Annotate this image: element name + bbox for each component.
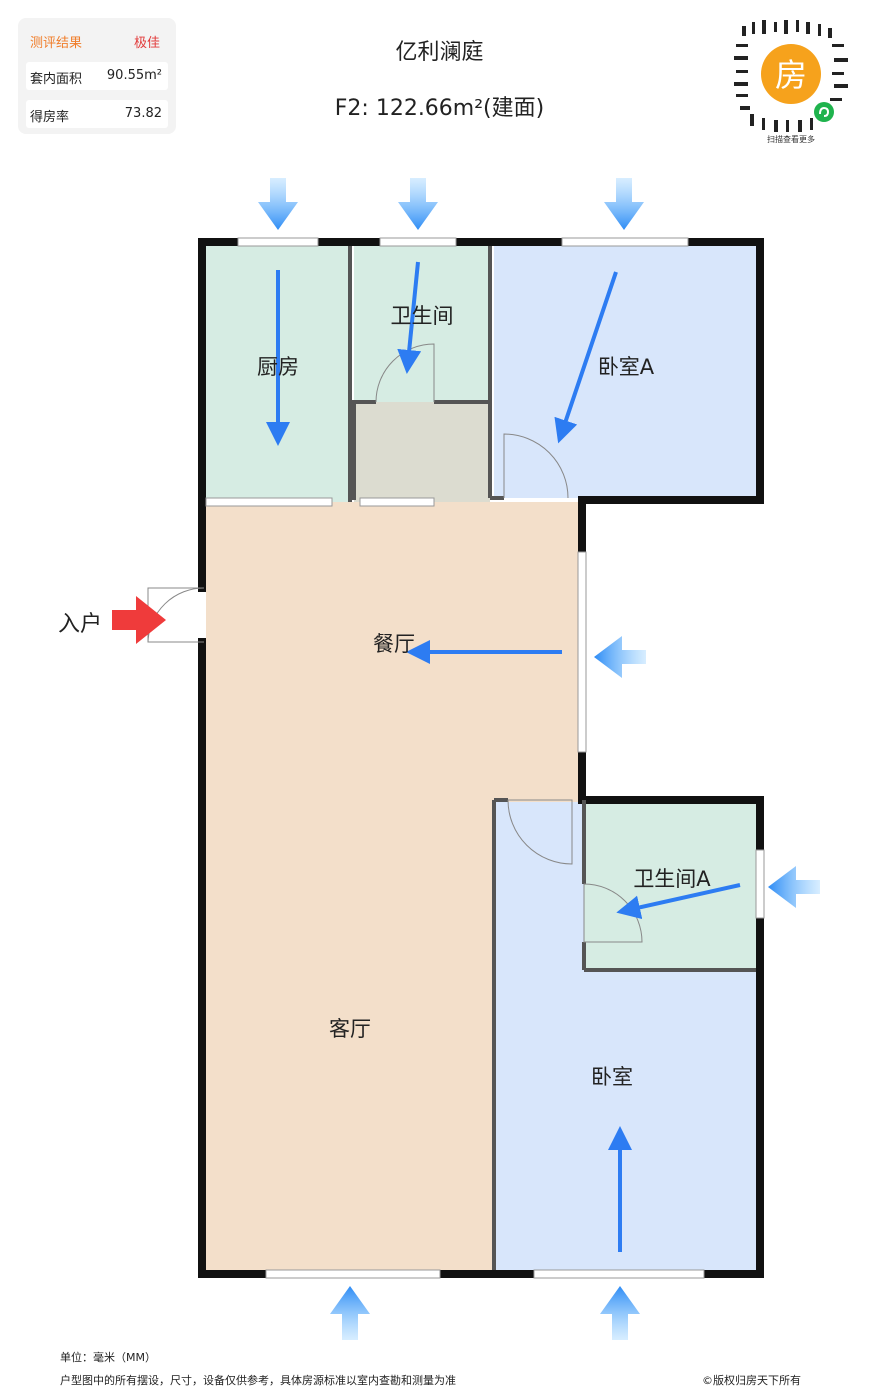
footer-copyright: ©版权归房天下所有 xyxy=(702,1374,801,1387)
room-bedroom-a xyxy=(494,246,756,498)
footer-disclaimer: 户型图中的所有摆设，尺寸，设备仅供参考，具体房源标准以室内查勘和测量为准 xyxy=(60,1374,456,1387)
room-storage xyxy=(354,402,490,502)
qr-code[interactable]: 房 扫描查看更多 xyxy=(732,18,850,144)
qr-badge xyxy=(761,44,821,104)
evaluation-rating: 极佳 xyxy=(133,36,160,51)
room-bathroom xyxy=(354,246,490,402)
evaluation-row-ratio: 得房率 73.82 xyxy=(26,100,168,128)
evaluation-row-label: 套内面积 xyxy=(30,72,83,87)
page-subtitle: F2: 122.66m²(建面) xyxy=(334,96,545,121)
airflow-arrows xyxy=(266,261,741,1252)
footer-unit: 单位：毫米（MM） xyxy=(60,1351,156,1364)
evaluation-card: 测评结果 极佳 套内面积 90.55m² 得房率 73.82 xyxy=(18,18,176,134)
evaluation-heading: 测评结果 xyxy=(30,36,83,51)
interior-walls xyxy=(348,246,756,1270)
room-living xyxy=(206,802,496,1274)
qr-code-icon: 房 xyxy=(734,20,848,132)
entry-arrow xyxy=(112,596,166,644)
windows xyxy=(205,237,765,1279)
label-bathroom: 卫生间 xyxy=(390,304,454,328)
entry-label: 入户 xyxy=(58,612,103,637)
evaluation-header: 测评结果 极佳 xyxy=(18,26,176,56)
label-dining: 餐厅 xyxy=(373,632,415,656)
qr-badge-char: 房 xyxy=(775,56,807,94)
page-title: 亿利澜庭 xyxy=(395,40,484,65)
evaluation-row-value: 90.55m² xyxy=(106,68,162,83)
evaluation-row-area: 套内面积 90.55m² xyxy=(26,62,168,90)
evaluation-row-label: 得房率 xyxy=(30,110,70,125)
label-bedroom-a: 卧室A xyxy=(597,355,655,379)
evaluation-row-value: 73.82 xyxy=(124,106,162,121)
label-kitchen: 厨房 xyxy=(257,355,299,379)
label-living: 客厅 xyxy=(329,1017,371,1041)
window-arrows xyxy=(258,178,820,1340)
label-bathroom-a: 卫生间A xyxy=(633,867,711,891)
label-bedroom: 卧室 xyxy=(591,1065,633,1089)
qr-caption: 扫描查看更多 xyxy=(767,135,815,144)
